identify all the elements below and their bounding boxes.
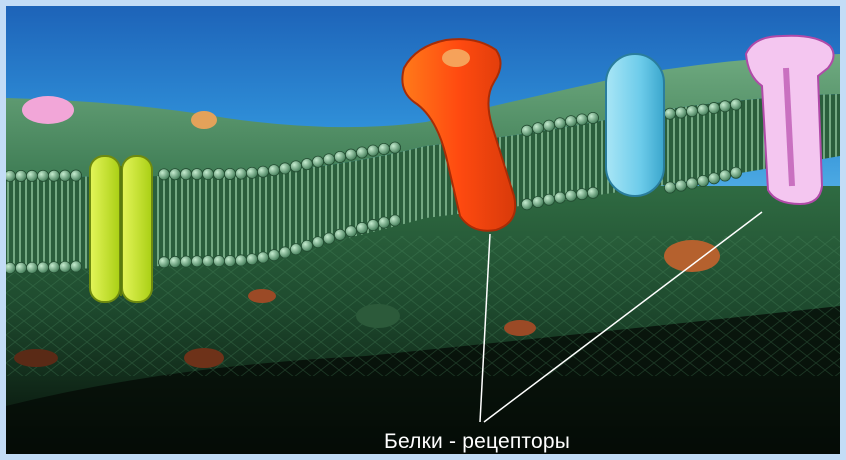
lipid-head: [26, 170, 37, 181]
lipid-head: [334, 151, 345, 162]
lipid-head: [6, 262, 16, 273]
lipid-head: [290, 161, 301, 172]
lipid-head: [686, 106, 697, 117]
lipid-head: [367, 219, 378, 230]
lipid-head: [312, 237, 323, 248]
lipid-head: [191, 168, 202, 179]
lipid-head: [279, 247, 290, 258]
lipid-head: [664, 182, 675, 193]
figure-caption: Белки - рецепторы: [384, 430, 570, 454]
lipid-head: [59, 170, 70, 181]
lipid-head: [675, 107, 686, 118]
lipid-head: [246, 167, 257, 178]
lipid-head: [59, 261, 70, 272]
lipid-head: [202, 168, 213, 179]
lipid-head: [202, 256, 213, 267]
lipid-head: [554, 192, 565, 203]
lipid-head: [6, 170, 16, 181]
lipid-head: [224, 255, 235, 266]
lipid-head: [213, 255, 224, 266]
lipid-head: [356, 222, 367, 233]
lipid-head: [730, 167, 741, 178]
lipid-head: [576, 114, 587, 125]
lipid-head: [48, 170, 59, 181]
lipid-head: [257, 252, 268, 263]
lipid-head: [576, 188, 587, 199]
lipid-head: [378, 143, 389, 154]
lipid-head: [235, 255, 246, 266]
lipid-head: [708, 173, 719, 184]
membrane-illustration: [6, 6, 840, 454]
lipid-head: [389, 215, 400, 226]
lipid-head: [389, 142, 400, 153]
lipid-head: [48, 262, 59, 273]
lipid-head: [532, 196, 543, 207]
lipid-head: [587, 112, 598, 123]
lipid-head: [169, 256, 180, 267]
lipid-head: [565, 190, 576, 201]
lipid-head: [224, 168, 235, 179]
lipid-head: [554, 118, 565, 129]
lipid-head: [268, 165, 279, 176]
surface-molecule-pink: [22, 96, 74, 124]
lipid-head: [543, 194, 554, 205]
lipid-head: [323, 233, 334, 244]
lipid-head: [158, 257, 169, 268]
lipid-head: [180, 169, 191, 180]
lipid-head: [521, 199, 532, 210]
lipid-head: [235, 168, 246, 179]
lipid-head: [345, 226, 356, 237]
lipid-head: [268, 250, 279, 261]
lipid-head: [719, 170, 730, 181]
organelle-blob: [504, 320, 536, 336]
lipid-head: [356, 147, 367, 158]
lipid-head: [246, 254, 257, 265]
lipid-head: [664, 108, 675, 119]
lipid-head: [191, 256, 202, 267]
lipid-head: [290, 244, 301, 255]
lipid-head: [301, 240, 312, 251]
lipid-head: [565, 116, 576, 127]
lipid-head: [708, 102, 719, 113]
lipid-head: [378, 217, 389, 228]
lipid-head: [532, 123, 543, 134]
lipid-head: [70, 170, 81, 181]
lipid-head: [158, 169, 169, 180]
lipid-head: [367, 145, 378, 156]
organelle-blob: [356, 304, 400, 328]
receptor-protein-blue: [606, 54, 664, 196]
lipid-head: [213, 168, 224, 179]
organelle-blob: [14, 349, 58, 367]
lipid-head: [334, 229, 345, 240]
lipid-head: [697, 175, 708, 186]
lipid-head: [26, 262, 37, 273]
lipid-head: [301, 159, 312, 170]
surface-molecule-tan: [191, 111, 217, 129]
organelle-blob: [248, 289, 276, 303]
lipid-head: [730, 99, 741, 110]
lipid-head: [521, 125, 532, 136]
lipid-head: [37, 170, 48, 181]
lipid-head: [15, 170, 26, 181]
lipid-head: [686, 178, 697, 189]
organelle-blob: [664, 240, 720, 272]
lipid-head: [697, 104, 708, 115]
lipid-head: [312, 156, 323, 167]
lipid-head: [543, 120, 554, 131]
channel-protein: [90, 156, 152, 302]
lipid-head: [70, 261, 81, 272]
lipid-head: [15, 262, 26, 273]
lipid-head: [345, 149, 356, 160]
lipid-head: [675, 180, 686, 191]
lipid-head: [323, 154, 334, 165]
lipid-head: [169, 169, 180, 180]
lipid-head: [719, 101, 730, 112]
lipid-head: [257, 166, 268, 177]
lipid-head: [587, 187, 598, 198]
lipid-head: [180, 256, 191, 267]
lipid-head: [37, 262, 48, 273]
organelle-blob: [184, 348, 224, 368]
lipid-head: [279, 163, 290, 174]
